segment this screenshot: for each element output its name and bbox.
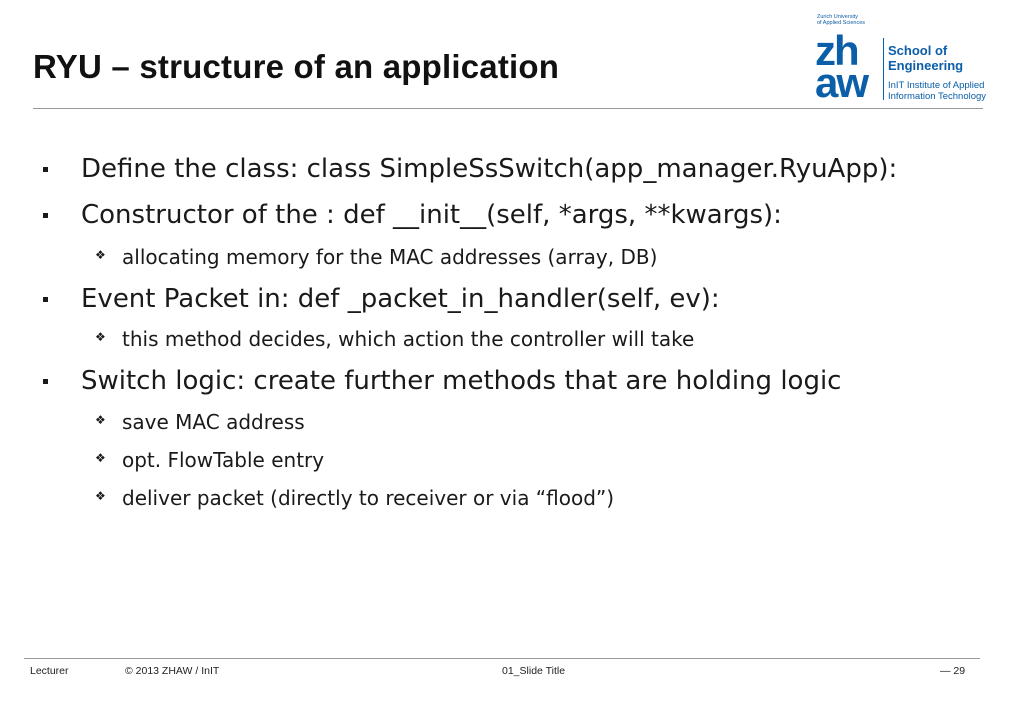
diamond-bullet-icon: ❖ <box>95 330 106 344</box>
sub-bullet-text: this method decides, which action the co… <box>122 327 695 351</box>
square-bullet-icon <box>43 213 48 218</box>
logo-mark-zh: zh <box>815 27 860 74</box>
logo-university-line2: of Applied Sciences <box>817 20 866 26</box>
diamond-bullet-icon: ❖ <box>95 248 106 262</box>
sub-bullet-text: allocating memory for the MAC addresses … <box>122 245 658 269</box>
logo-institute: InIT Institute of Applied Information Te… <box>888 80 986 102</box>
footer-page-number: — 29 <box>940 665 966 677</box>
diamond-bullet-icon: ❖ <box>95 413 106 427</box>
slide-title: RYU – structure of an application <box>33 48 560 85</box>
footer-copyright: © 2013 ZHAW / InIT <box>125 665 220 677</box>
logo-mark-aw: aw <box>815 59 869 106</box>
bullet-text: Constructor of the : def __init__(self, … <box>81 200 782 230</box>
sub-bullet-text: opt. FlowTable entry <box>122 448 325 472</box>
diamond-bullet-icon: ❖ <box>95 451 106 465</box>
sub-bullet-text: deliver packet (directly to receiver or … <box>122 486 615 510</box>
bullet-text: Event Packet in: def _packet_in_handler(… <box>81 284 720 314</box>
logo-institute-line1: InIT Institute of Applied <box>888 80 985 91</box>
logo-divider <box>883 38 884 100</box>
square-bullet-icon <box>43 379 48 384</box>
logo-university-line1: Zurich University <box>817 14 858 20</box>
bullet-text: Switch logic: create further methods tha… <box>81 366 842 396</box>
diamond-bullet-icon: ❖ <box>95 489 106 503</box>
footer-divider <box>24 658 980 659</box>
sub-bullet-text: save MAC address <box>122 410 305 434</box>
logo-school: School of Engineering <box>888 43 963 73</box>
logo-school-line1: School of <box>888 43 948 58</box>
zhaw-logo: Zurich University of Applied Sciences zh… <box>815 14 995 104</box>
logo-school-line2: Engineering <box>888 58 964 73</box>
square-bullet-icon <box>43 297 48 302</box>
title-divider <box>33 108 983 109</box>
logo-university-name: Zurich University of Applied Sciences <box>817 14 865 26</box>
logo-institute-line2: Information Technology <box>888 91 987 102</box>
footer-slide-title: 01_Slide Title <box>502 665 566 677</box>
square-bullet-icon <box>43 167 48 172</box>
bullet-text: Define the class: class SimpleSsSwitch(a… <box>81 154 898 184</box>
footer-presenter: Lecturer <box>30 665 69 677</box>
